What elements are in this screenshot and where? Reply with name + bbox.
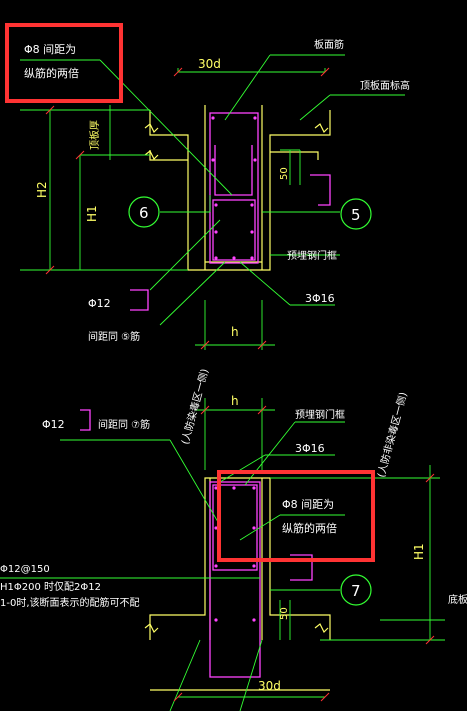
top-spacing-note: 间距同 ⑤筋 — [88, 330, 140, 343]
top-dim-30d: 30d — [198, 57, 221, 71]
top-detail: Φ8 间距为 纵筋的两倍 30d 板面筋 顶板面标高 顶板厚 50 H2 H1 … — [5, 23, 410, 350]
top-dim-H1: H1 — [85, 205, 99, 222]
bottom-dim-h: h — [231, 394, 239, 408]
circle-7 — [340, 574, 372, 606]
top-leaders — [20, 54, 405, 350]
top-plate-rebar: 板面筋 — [314, 38, 344, 51]
bottom-rebar-dots — [214, 486, 256, 622]
bottom-side-left: (人防染毒区一侧) — [178, 367, 211, 446]
bottom-side-right: (人防非染毒区一侧) — [374, 391, 409, 479]
bottom-left-note2: H1Φ200 时仅配2Φ12 — [0, 581, 101, 593]
top-note-line2: 纵筋的两倍 — [24, 66, 79, 80]
top-ticks — [45, 67, 330, 350]
bottom-dim-H1: H1 — [412, 543, 426, 560]
circle-7-label: 7 — [351, 582, 361, 600]
top-wall-outline — [144, 105, 331, 271]
circle-6-label: 6 — [139, 204, 149, 222]
top-rebar-dots — [211, 116, 257, 260]
circle-5-label: 5 — [351, 206, 361, 224]
top-door-frame: 预埋钢门框 — [287, 249, 337, 262]
circle-5 — [340, 198, 372, 230]
top-note-line1: Φ8 间距为 — [24, 43, 76, 56]
bottom-door-frame: 预埋钢门框 — [295, 408, 345, 421]
bottom-dim-30d: 30d — [258, 679, 281, 693]
bottom-leaders — [0, 398, 445, 711]
bottom-note-line2: 纵筋的两倍 — [282, 521, 337, 535]
top-rebar — [130, 112, 331, 311]
bottom-rebar — [80, 409, 313, 678]
top-bar-3phi16: 3Φ16 — [305, 292, 335, 305]
bottom-bar-3phi16: 3Φ16 — [295, 442, 325, 455]
top-dim-50: 50 — [279, 167, 290, 180]
bottom-phi12: Φ12 — [42, 418, 65, 431]
top-elev-label: 顶板面标高 — [360, 79, 410, 92]
bottom-left-note3: 1-0时,该断面表示的配筋可不配 — [0, 596, 140, 609]
bottom-left-note1: Φ12@150 — [0, 564, 50, 575]
bottom-highlight-box — [217, 470, 375, 562]
bottom-note-line1: Φ8 间距为 — [282, 498, 334, 511]
circle-6 — [128, 196, 160, 228]
bottom-elev-label: 底板 — [448, 593, 467, 606]
bottom-dim-50: 50 — [279, 607, 290, 620]
top-thk-label: 顶板厚 — [88, 120, 101, 150]
top-dim-H2: H2 — [35, 181, 49, 198]
top-dim-h: h — [231, 325, 239, 339]
bottom-detail: h (人防染毒区一侧) 预埋钢门框 (人防非染毒区一侧) Φ12 间距同 ⑦筋 … — [0, 367, 467, 711]
top-highlight-box — [5, 23, 123, 103]
bottom-ticks — [173, 405, 435, 702]
top-phi12: Φ12 — [88, 297, 111, 310]
bottom-spacing-note: 间距同 ⑦筋 — [98, 418, 150, 431]
